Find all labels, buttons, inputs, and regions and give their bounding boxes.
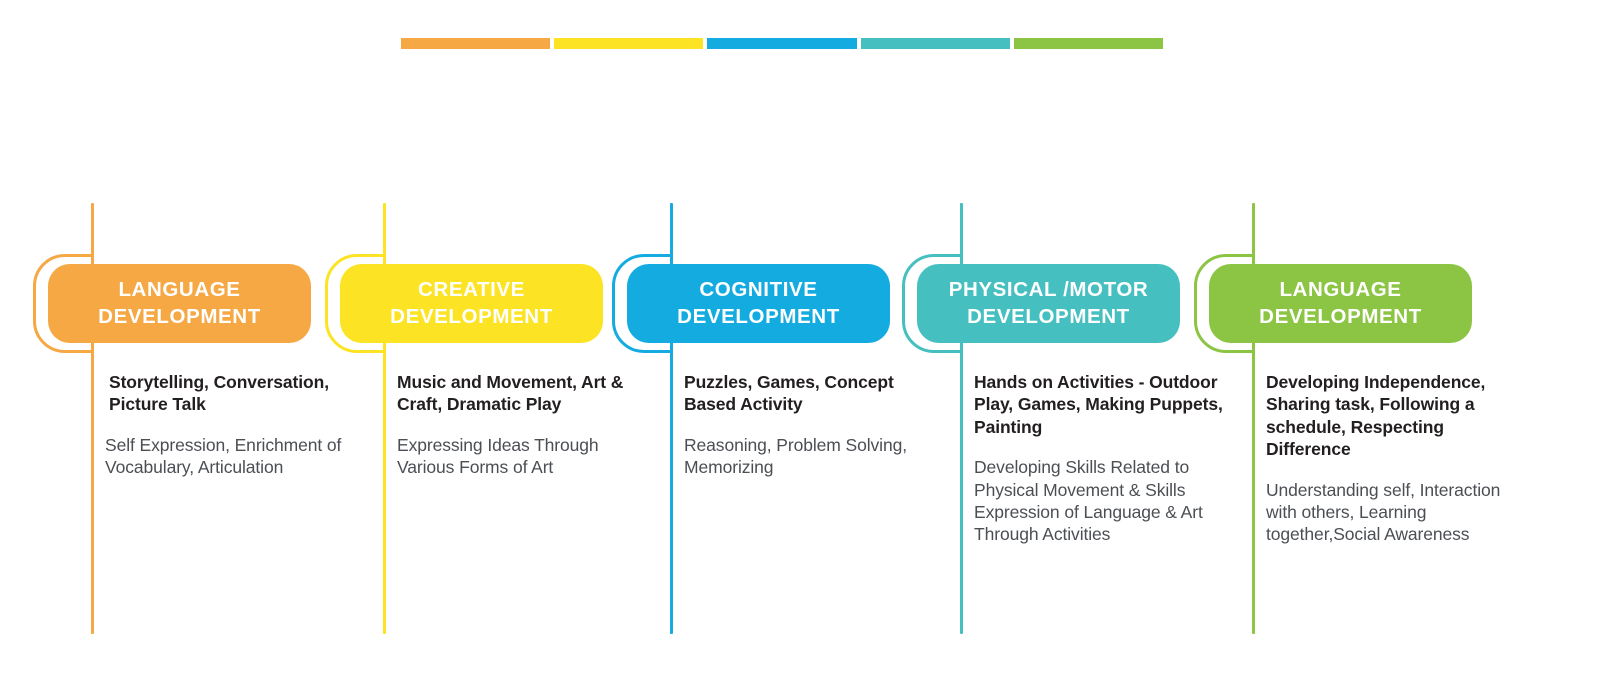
column-bracket-icon bbox=[1194, 254, 1255, 353]
card-title: CREATIVE DEVELOPMENT bbox=[390, 278, 553, 328]
column-bracket-icon bbox=[902, 254, 963, 353]
column-bracket-icon bbox=[33, 254, 94, 353]
column-bracket-icon bbox=[325, 254, 386, 353]
card-heading-text: Storytelling, Conversation, Picture Talk bbox=[109, 372, 329, 415]
legend-segment-orange bbox=[401, 38, 551, 49]
column-spine bbox=[1252, 203, 1255, 634]
column-physical-motor-development: PHYSICAL /MOTOR DEVELOPMENT Hands on Act… bbox=[902, 0, 1250, 691]
column-creative-development: CREATIVE DEVELOPMENT Music and Movement,… bbox=[325, 0, 673, 691]
card-sub-text: Expressing Ideas Through Various Forms o… bbox=[397, 434, 599, 478]
card-sub-text: Self Expression, Enrichment of Vocabular… bbox=[105, 434, 342, 478]
card-heading-text: Music and Movement, Art & Craft, Dramati… bbox=[397, 372, 624, 415]
legend-segment-yellow bbox=[554, 38, 704, 49]
card-body: Storytelling, Conversation, Picture Talk… bbox=[105, 371, 373, 479]
card-body: Developing Independence, Sharing task, F… bbox=[1266, 371, 1504, 546]
legend-bar bbox=[401, 38, 1164, 49]
card-title: LANGUAGE DEVELOPMENT bbox=[1259, 278, 1422, 328]
legend-segment-green bbox=[1013, 38, 1164, 49]
card-sub-text: Understanding self, Interaction with oth… bbox=[1266, 479, 1501, 545]
card-title: COGNITIVE DEVELOPMENT bbox=[677, 278, 840, 328]
card-header-cognitive-development[interactable]: COGNITIVE DEVELOPMENT bbox=[627, 264, 890, 343]
card-heading-text: Puzzles, Games, Concept Based Activity bbox=[684, 372, 894, 415]
column-spine bbox=[383, 203, 386, 634]
card-header-language-development-1[interactable]: LANGUAGE DEVELOPMENT bbox=[48, 264, 311, 343]
legend-segment-blue bbox=[707, 38, 857, 49]
column-spine bbox=[960, 203, 963, 634]
card-heading-text: Hands on Activities - Outdoor Play, Game… bbox=[974, 372, 1223, 437]
card-title: LANGUAGE DEVELOPMENT bbox=[98, 278, 261, 328]
card-header-physical-motor-development[interactable]: PHYSICAL /MOTOR DEVELOPMENT bbox=[917, 264, 1180, 343]
column-bracket-icon bbox=[612, 254, 673, 353]
card-body: Music and Movement, Art & Craft, Dramati… bbox=[397, 371, 655, 479]
column-language-development-1: LANGUAGE DEVELOPMENT Storytelling, Conve… bbox=[33, 0, 381, 691]
card-header-creative-development[interactable]: CREATIVE DEVELOPMENT bbox=[340, 264, 603, 343]
card-heading-text: Developing Independence, Sharing task, F… bbox=[1266, 372, 1486, 460]
column-language-development-2: LANGUAGE DEVELOPMENT Developing Independ… bbox=[1194, 0, 1542, 691]
column-spine bbox=[670, 203, 673, 634]
card-header-language-development-2[interactable]: LANGUAGE DEVELOPMENT bbox=[1209, 264, 1472, 343]
column-cognitive-development: COGNITIVE DEVELOPMENT Puzzles, Games, Co… bbox=[612, 0, 960, 691]
column-spine bbox=[91, 203, 94, 634]
card-title: PHYSICAL /MOTOR DEVELOPMENT bbox=[948, 278, 1149, 328]
card-sub-text: Reasoning, Problem Solving, Memorizing bbox=[684, 434, 907, 478]
card-body: Hands on Activities - Outdoor Play, Game… bbox=[974, 371, 1232, 546]
card-sub-text: Developing Skills Related to Physical Mo… bbox=[974, 457, 1203, 545]
legend-segment-teal bbox=[860, 38, 1010, 49]
card-body: Puzzles, Games, Concept Based Activity R… bbox=[684, 371, 934, 479]
